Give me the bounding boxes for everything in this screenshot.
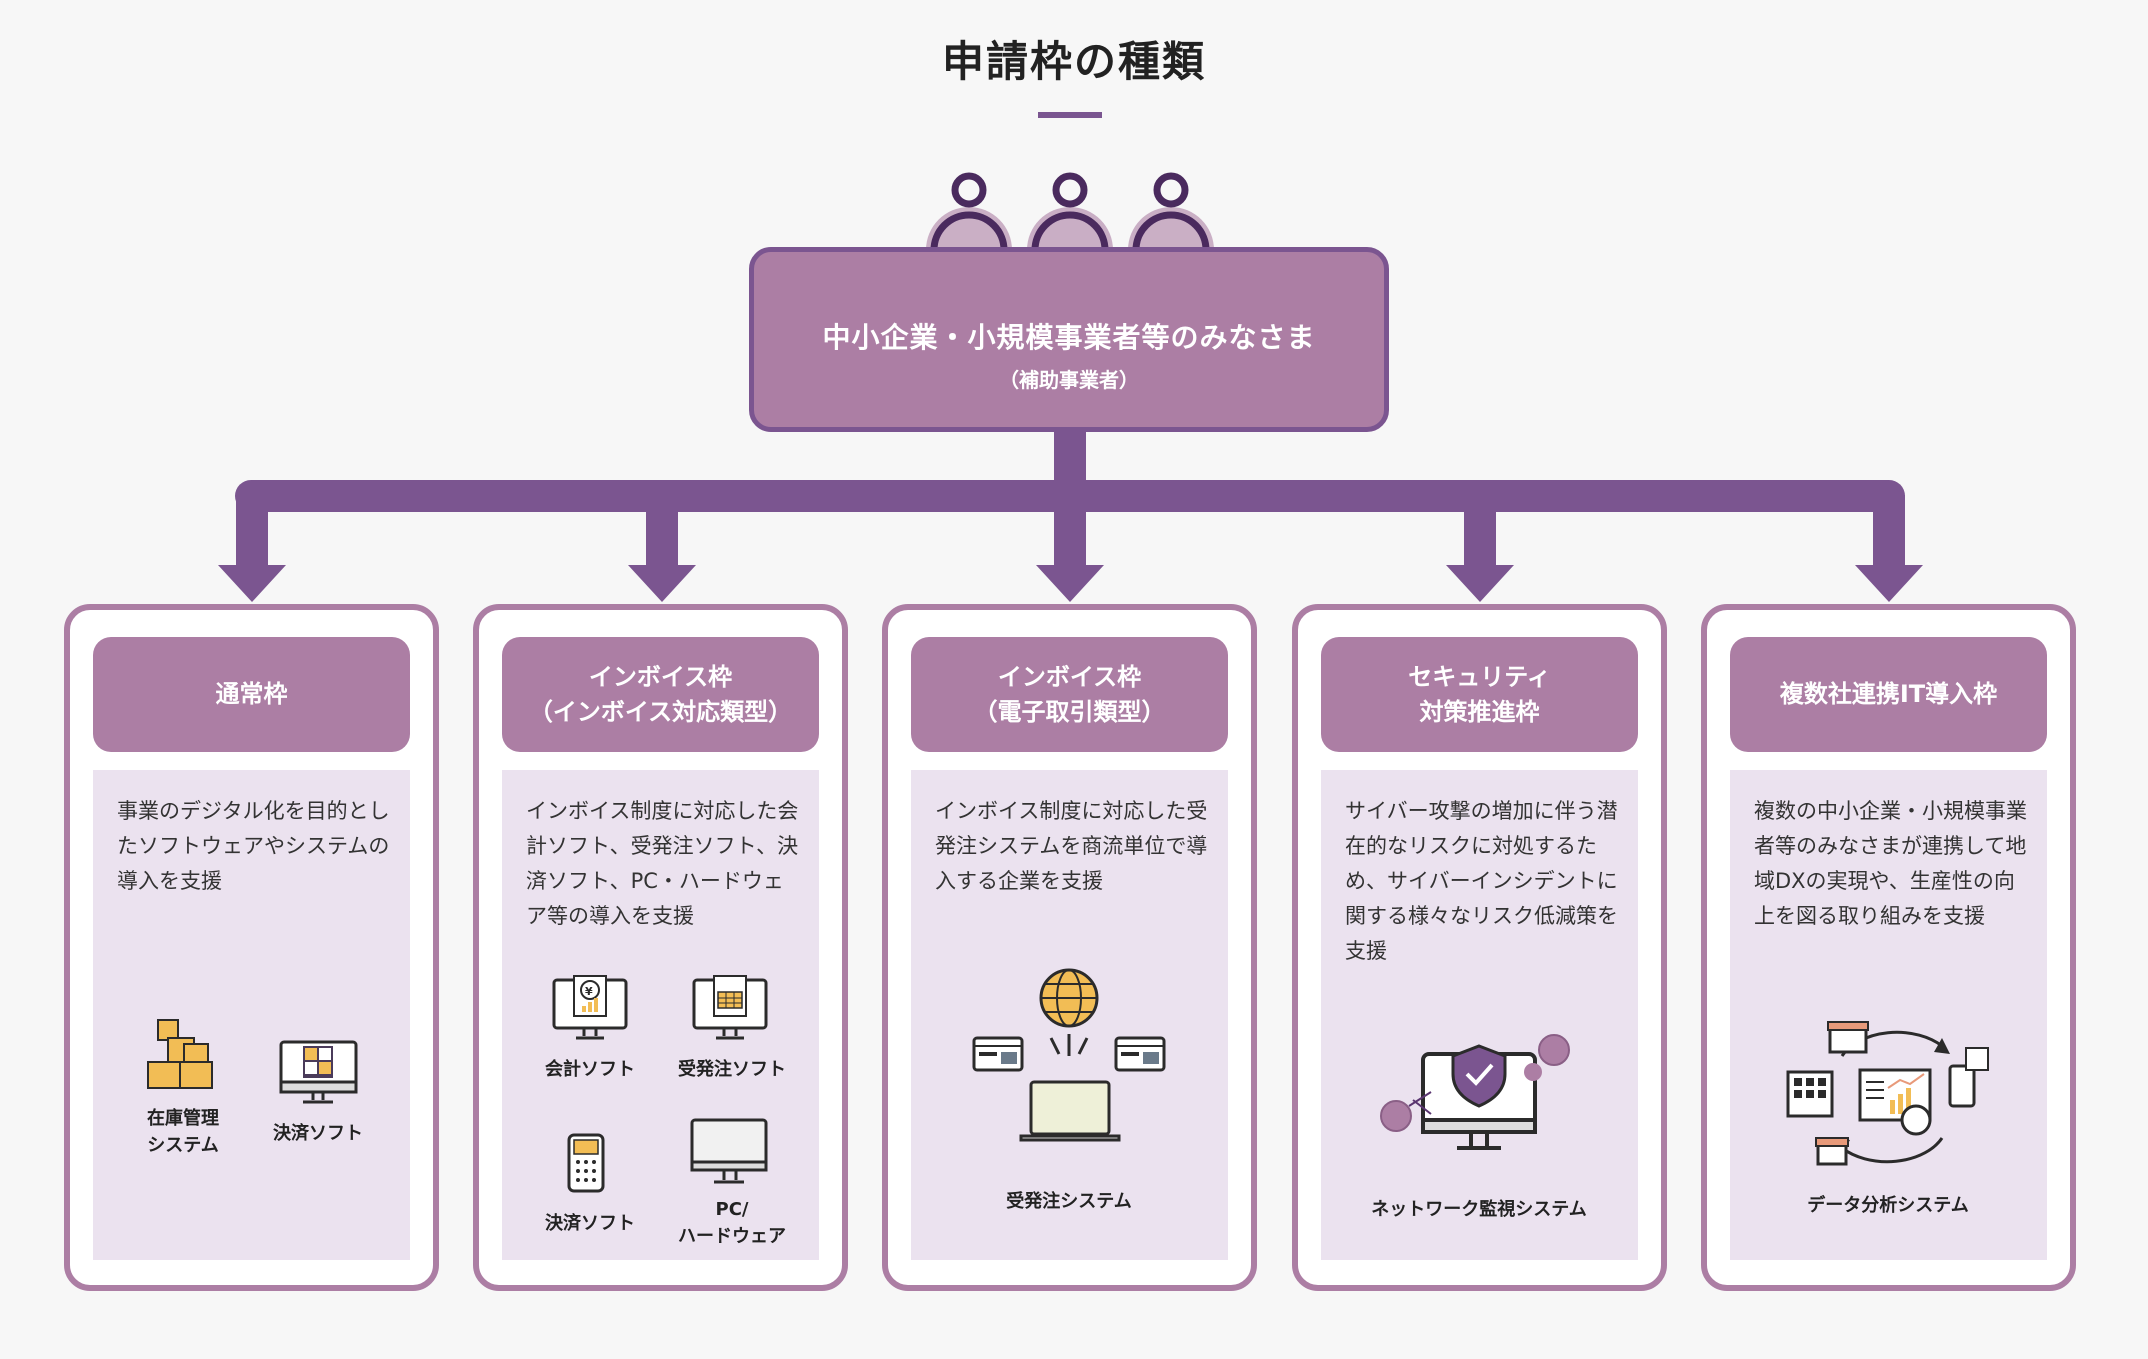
- icon-label: ネットワーク監視システム: [1371, 1199, 1587, 1220]
- card-description: インボイス制度に対応した会計ソフト、受発注ソフト、決済ソフト、PC・ハードウェア…: [526, 799, 799, 928]
- target-audience-label: 中小企業・小規模事業者等のみなさま: [822, 321, 1316, 354]
- card-body: 事業のデジタル化を目的としたソフトウェアやシステムの導入を支援: [93, 770, 410, 1260]
- svg-text:¥: ¥: [585, 985, 593, 998]
- card-header: インボイス枠 （電子取引類型）: [911, 637, 1228, 752]
- card-header: セキュリティ 対策推進枠: [1321, 637, 1638, 752]
- globe-laptop-icon: [972, 968, 1166, 1142]
- people-icon: [926, 172, 1214, 270]
- card-body: インボイス制度に対応した会計ソフト、受発注ソフト、決済ソフト、PC・ハードウェア…: [502, 770, 819, 1260]
- card-body: インボイス制度に対応した受発注システムを商流単位で導入する企業を支援 受発注シス…: [911, 770, 1228, 1260]
- icon-label: 受発注システム: [1006, 1191, 1132, 1212]
- card-header: インボイス枠 （インボイス対応類型）: [502, 637, 819, 752]
- card-body: サイバー攻撃の増加に伴う潜在的なリスクに対処するため、サイバーインシデントに関す…: [1321, 770, 1638, 1260]
- boxes-icon: [147, 1019, 213, 1089]
- yen-monitor-icon: ¥: [552, 975, 628, 1040]
- icon-label: 決済ソフト: [545, 1213, 635, 1234]
- title-underline: [1038, 112, 1102, 118]
- card-description: サイバー攻撃の増加に伴う潜在的なリスクに対処するため、サイバーインシデントに関す…: [1345, 799, 1618, 963]
- card-header: 複数社連携IT導入枠: [1730, 637, 2047, 752]
- shield-monitor-icon: [1380, 1034, 1570, 1150]
- card-description: 事業のデジタル化を目的としたソフトウェアやシステムの導入を支援: [117, 799, 390, 893]
- pc-monitor-icon: [690, 1118, 768, 1184]
- card-description: 複数の中小企業・小規模事業者等のみなさまが連携して地域DXの実現や、生産性の向上…: [1754, 799, 2027, 928]
- target-audience-box: 中小企業・小規模事業者等のみなさま （補助事業者）: [749, 247, 1389, 432]
- icon-label: データ分析システム: [1807, 1195, 1969, 1216]
- icon-label: 会計ソフト: [545, 1059, 635, 1080]
- icon-label: 決済ソフト: [273, 1123, 363, 1144]
- card-normal: 通常枠 事業のデジタル化を目的としたソフトウェアやシステムの導入を支援: [64, 604, 439, 1291]
- cart-monitor-icon: [692, 975, 768, 1040]
- card-security: セキュリティ 対策推進枠 サイバー攻撃の増加に伴う潜在的なリスクに対処するため、…: [1292, 604, 1667, 1291]
- card-body: 複数の中小企業・小規模事業者等のみなさまが連携して地域DXの実現や、生産性の向上…: [1730, 770, 2047, 1260]
- branch-connector: [218, 430, 1923, 602]
- calculator-monitor-icon: [279, 1040, 358, 1104]
- card-multi-company: 複数社連携IT導入枠 複数の中小企業・小規模事業者等のみなさまが連携して地域DX…: [1701, 604, 2076, 1291]
- icon-label: PC/ ハードウェア: [678, 1199, 786, 1247]
- icon-label: 受発注ソフト: [678, 1059, 786, 1080]
- payment-terminal-icon: [567, 1133, 605, 1193]
- card-header: 通常枠: [93, 637, 410, 752]
- icon-label: 在庫管理 システム: [147, 1108, 219, 1156]
- target-audience-sublabel: （補助事業者）: [999, 368, 1139, 392]
- data-analysis-icon: [1786, 1021, 1989, 1166]
- card-invoice-standard: インボイス枠 （インボイス対応類型） インボイス制度に対応した会計ソフト、受発注…: [473, 604, 848, 1291]
- card-invoice-electronic: インボイス枠 （電子取引類型） インボイス制度に対応した受発注システムを商流単位…: [882, 604, 1257, 1291]
- card-description: インボイス制度に対応した受発注システムを商流単位で導入する企業を支援: [935, 799, 1208, 893]
- page-title: 申請枠の種類: [941, 37, 1206, 86]
